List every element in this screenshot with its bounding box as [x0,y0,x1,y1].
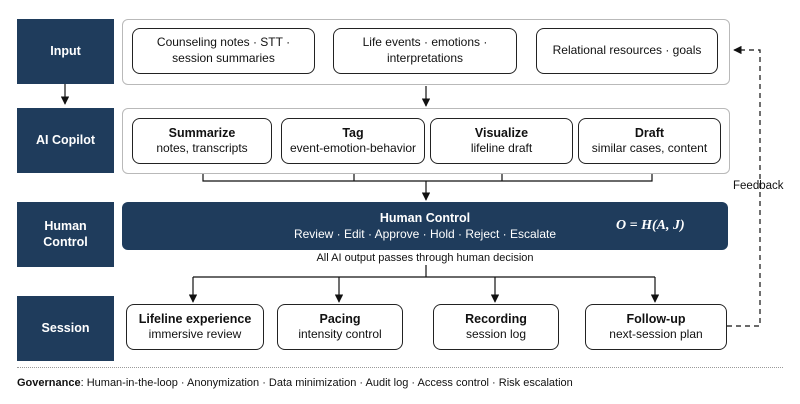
copilot-box-visualize: Visualize lifeline draft [430,118,573,164]
input-box-counseling-notes: Counseling notes · STT · session summari… [132,28,315,74]
feedback-label: Feedback [733,180,784,192]
input-box-line: interpretations [386,51,464,65]
input-box-line: Relational resources · goals [552,43,702,58]
session-box-title: Lifeline experience [138,312,252,327]
copilot-box-sub: event-emotion-behavior [289,141,417,156]
governance-label: Governance [17,377,81,389]
session-box-sub: next-session plan [609,327,703,342]
session-box-title: Pacing [319,312,361,327]
copilot-box-title: Summarize [168,126,236,141]
input-box-relational-resources: Relational resources · goals [536,28,718,74]
human-control-bar: Human Control Review · Edit · Approve · … [122,202,728,250]
input-box-line: session summaries [172,51,275,65]
input-box-life-events: Life events · emotions · interpretations [333,28,517,74]
input-box-line: Counseling notes · STT · [156,35,291,50]
session-split-lines [193,265,655,278]
governance-divider [17,367,783,368]
session-box-title: Recording [465,312,527,327]
session-box-sub: immersive review [148,327,242,342]
session-box-lifeline-experience: Lifeline experience immersive review [126,304,264,350]
copilot-box-draft: Draft similar cases, content [578,118,721,164]
input-box-line: Life events · emotions · [362,35,488,50]
human-control-actions: Review · Edit · Approve · Hold · Reject … [293,227,557,241]
copilot-box-sub: similar cases, content [591,141,708,156]
governance-line: Governance: Human-in-the-loop · Anonymiz… [17,377,573,389]
session-box-title: Follow-up [626,312,686,327]
copilot-box-tag: Tag event-emotion-behavior [281,118,425,164]
session-box-pacing: Pacing intensity control [277,304,403,350]
copilot-box-title: Draft [634,126,665,141]
row-label-ai-copilot: AI Copilot [17,108,114,173]
session-box-follow-up: Follow-up next-session plan [585,304,727,350]
human-decision-note: All AI output passes through human decis… [316,252,534,264]
row-label-input: Input [17,19,114,84]
copilot-box-title: Tag [342,126,364,141]
session-box-sub: session log [465,327,527,342]
governance-items: Human-in-the-loop · Anonymization · Data… [86,377,573,389]
copilot-box-title: Visualize [474,126,529,141]
copilot-box-sub: lifeline draft [470,141,533,156]
session-box-recording: Recording session log [433,304,559,350]
row-label-session: Session [17,296,114,361]
human-control-title: Human Control [379,211,471,225]
copilot-box-summarize: Summarize notes, transcripts [132,118,272,164]
row-label-human-control: Human Control [17,202,114,267]
governance-colon: : [80,377,87,389]
session-box-sub: intensity control [298,327,382,342]
copilot-box-sub: notes, transcripts [156,141,248,156]
human-control-formula: O = H(A, J) [616,218,685,233]
